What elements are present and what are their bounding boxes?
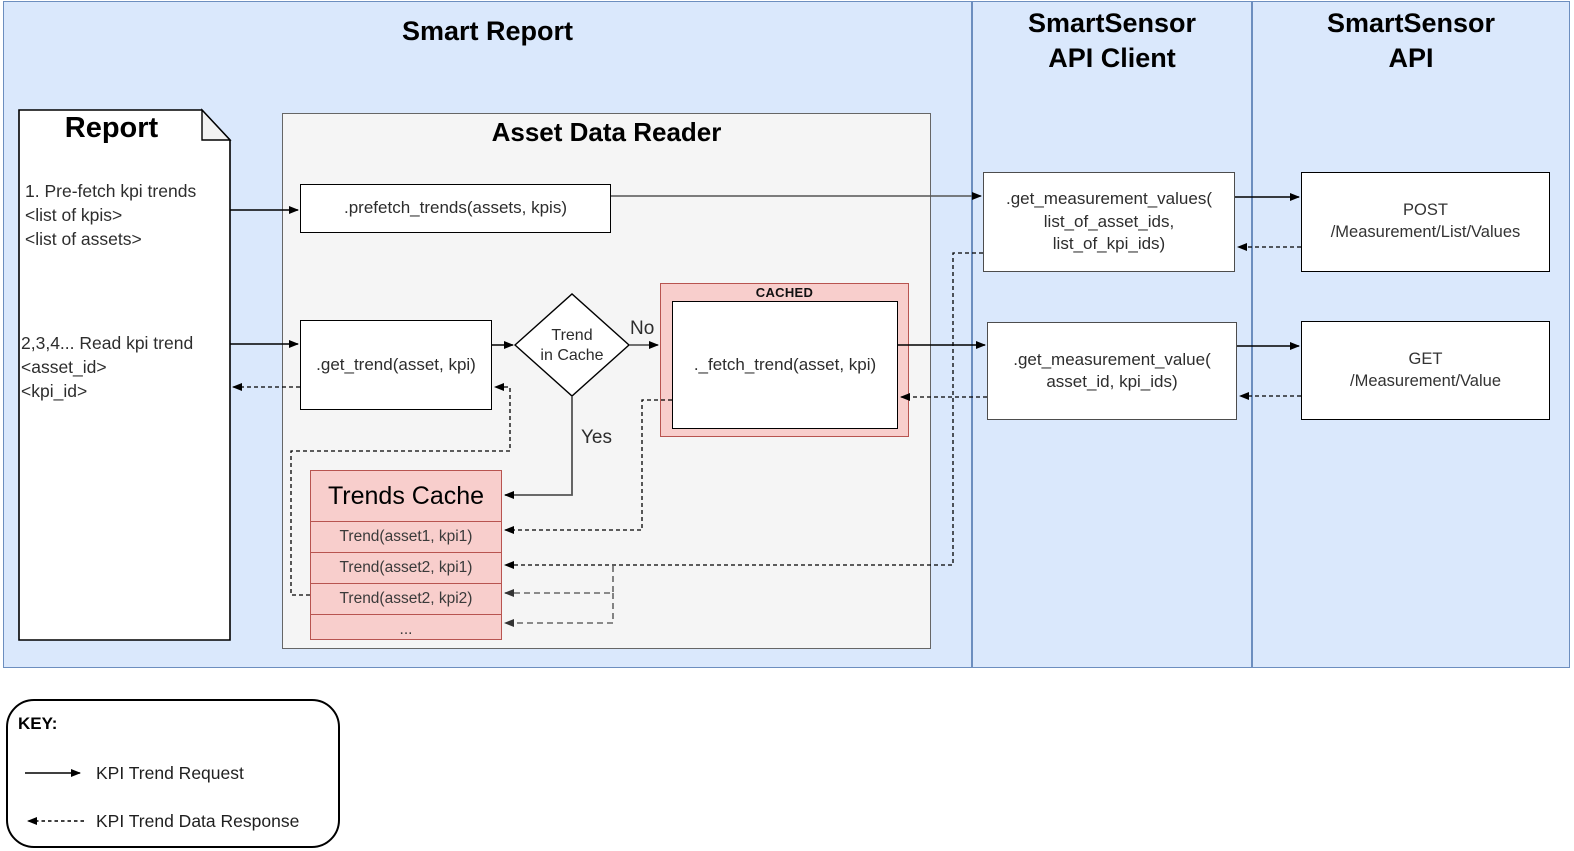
prefetch-trends-node: .prefetch_trends(assets, kpis) <box>300 184 611 233</box>
post-endpoint-node: POST /Measurement/List/Values <box>1301 172 1550 272</box>
key-request-label: KPI Trend Request <box>96 763 244 783</box>
decision-no-label: No <box>630 318 655 339</box>
get-endpoint-label: GET /Measurement/Value <box>1349 349 1502 390</box>
cache-row-3: Trend(asset2, kpi2) <box>311 583 501 614</box>
lane-title-smart-report: Smart Report <box>401 16 574 46</box>
cache-row-2: Trend(asset2, kpi1) <box>311 552 501 583</box>
report-title: Report <box>64 112 159 144</box>
lane-title-api-client: SmartSensor API Client <box>1027 8 1197 74</box>
get-trend-node: .get_trend(asset, kpi) <box>300 320 492 410</box>
decision-label: Trend in Cache <box>540 327 604 364</box>
key-response-label: KPI Trend Data Response <box>96 811 300 831</box>
get-trend-label: .get_trend(asset, kpi) <box>316 354 476 374</box>
key-title: KEY: <box>18 714 58 733</box>
report-step-prefetch: 1. Pre-fetch kpi trends <list of kpis> <… <box>25 181 197 249</box>
report-step-read: 2,3,4... Read kpi trend <asset_id> <kpi_… <box>21 333 194 401</box>
asset-data-reader-title: Asset Data Reader <box>491 117 722 147</box>
cached-tag: CACHED <box>755 285 814 300</box>
cache-row-1: Trend(asset1, kpi1) <box>311 521 501 552</box>
cache-row-4: ... <box>311 614 501 645</box>
prefetch-trends-label: .prefetch_trends(assets, kpis) <box>344 198 567 218</box>
trends-cache-title: Trends Cache <box>327 481 485 510</box>
get-endpoint-node: GET /Measurement/Value <box>1301 321 1550 420</box>
get-measurement-values-label: .get_measurement_values( list_of_asset_i… <box>1005 189 1212 254</box>
decision-yes-label: Yes <box>581 427 612 448</box>
fetch-trend-label: ._fetch_trend(asset, kpi) <box>693 354 877 374</box>
get-measurement-value-node: .get_measurement_value( asset_id, kpi_id… <box>987 322 1237 420</box>
get-measurement-value-label: .get_measurement_value( asset_id, kpi_id… <box>1013 349 1211 391</box>
trends-cache-table: Trends Cache Trend(asset1, kpi1) Trend(a… <box>310 470 502 640</box>
lane-title-api: SmartSensor API <box>1326 8 1496 74</box>
fetch-trend-node: ._fetch_trend(asset, kpi) <box>672 301 898 429</box>
post-endpoint-label: POST /Measurement/List/Values <box>1330 201 1521 241</box>
get-measurement-values-node: .get_measurement_values( list_of_asset_i… <box>983 172 1235 272</box>
